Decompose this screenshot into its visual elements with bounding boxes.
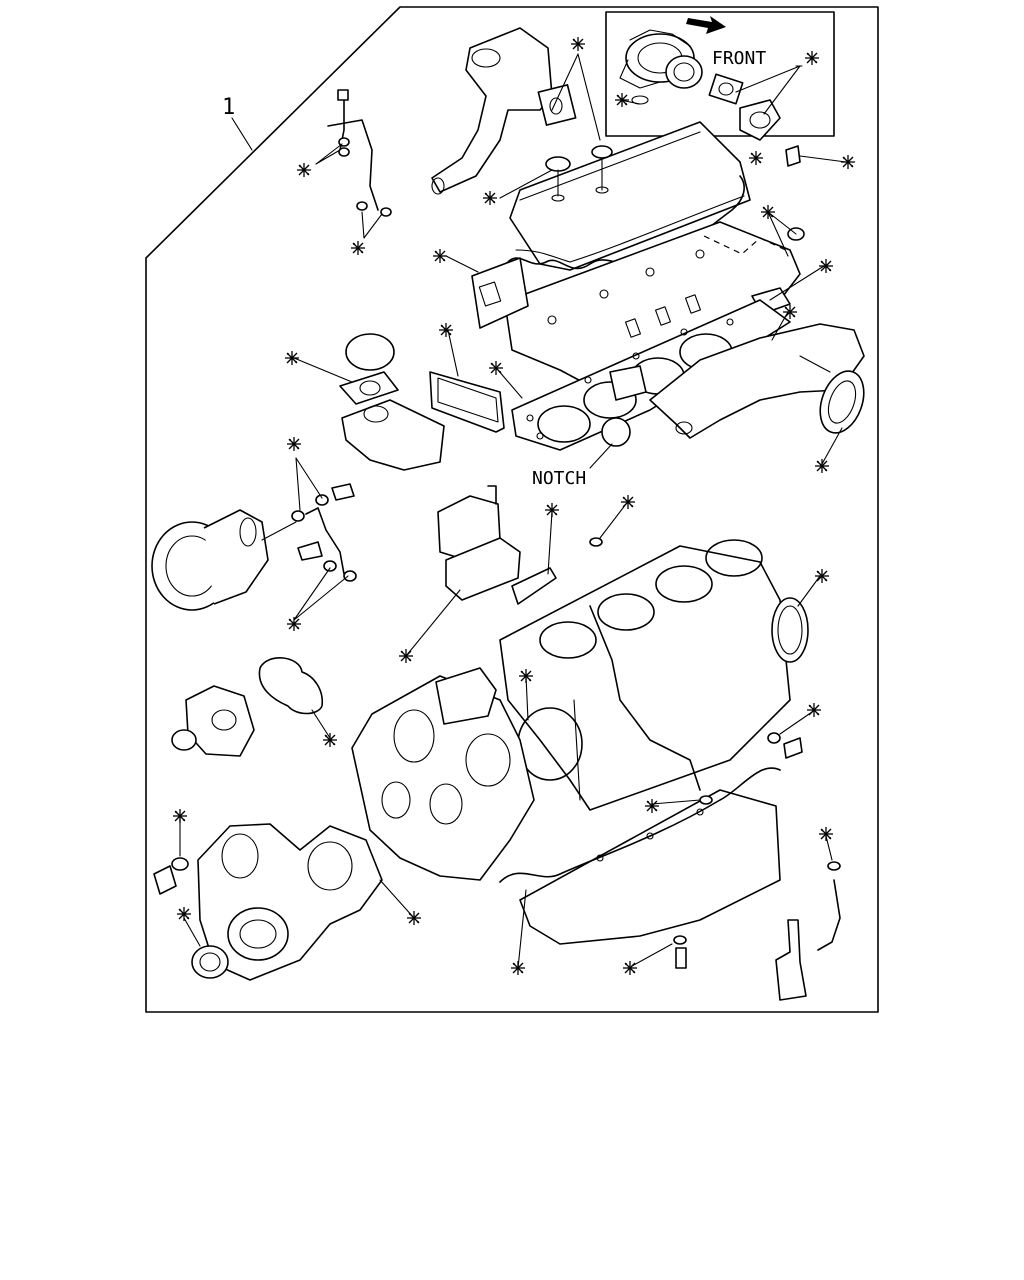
supply-mark-icon <box>172 808 188 824</box>
supply-mark-icon <box>398 648 414 664</box>
notch-detail <box>601 417 631 447</box>
supply-mark-icon <box>760 204 776 220</box>
supply-mark-icon <box>432 248 448 264</box>
supply-mark-icon <box>510 960 526 976</box>
supply-mark-icon <box>518 668 534 684</box>
thermostat-housing <box>339 333 445 471</box>
intake-manifold <box>649 323 865 439</box>
front-arrow-icon <box>686 16 726 34</box>
cylinder-block <box>499 539 791 811</box>
supply-mark-icon <box>286 436 302 452</box>
supply-mark-icon <box>322 732 338 748</box>
supply-mark-icon <box>614 92 630 108</box>
group-number: 1 <box>222 95 235 120</box>
exhaust-manifold-gasket <box>471 257 529 329</box>
supply-mark-icon <box>806 702 822 718</box>
rear-seal <box>771 597 809 663</box>
supply-mark-icon <box>176 906 192 922</box>
water-pump-gasket <box>258 657 324 715</box>
vacuum-pump <box>151 509 297 611</box>
cylinder-head-cover <box>509 121 751 271</box>
fuel-injection-pipe <box>775 861 841 1001</box>
supply-mark-icon <box>284 350 300 366</box>
supply-mark-icon <box>570 36 586 52</box>
notch-label: NOTCH <box>532 468 586 489</box>
oil-feed-pipe <box>291 483 357 582</box>
leader-lines <box>179 53 847 969</box>
supply-mark-icon <box>818 258 834 274</box>
supply-mark-icon <box>488 360 504 376</box>
supply-mark-icon <box>544 502 560 518</box>
supply-mark-icon <box>296 162 312 178</box>
supply-mark-icon <box>814 568 830 584</box>
turbocharger <box>619 29 703 105</box>
supply-mark-icon <box>818 826 834 842</box>
rocker-gasket <box>429 371 505 433</box>
supply-mark-icon <box>482 190 498 206</box>
supply-mark-icon <box>620 494 636 510</box>
gear-case <box>351 667 535 881</box>
oil-pan <box>499 767 781 945</box>
front-seal <box>191 945 229 979</box>
supply-mark-icon <box>622 960 638 976</box>
supply-mark-icon <box>350 240 366 256</box>
oil-filter-gasket <box>511 567 557 605</box>
front-label: FRONT <box>712 48 766 69</box>
supply-mark-icon <box>804 50 820 66</box>
supply-mark-icon <box>748 150 764 166</box>
group-leader <box>231 117 253 151</box>
supply-mark-icon <box>840 154 856 170</box>
supply-mark-icon <box>406 910 422 926</box>
supply-mark-icon <box>286 616 302 632</box>
supply-mark-icon <box>438 322 454 338</box>
water-pump <box>171 685 255 757</box>
front-inset: FRONT <box>605 11 835 141</box>
supply-mark-icon <box>782 304 798 320</box>
kit-frame <box>145 6 879 1013</box>
intake-pipe <box>431 27 577 195</box>
supply-mark-icon <box>644 798 660 814</box>
leakoff-pipe <box>327 89 392 217</box>
supply-mark-icon <box>814 458 830 474</box>
oil-filter-bracket <box>437 485 521 601</box>
